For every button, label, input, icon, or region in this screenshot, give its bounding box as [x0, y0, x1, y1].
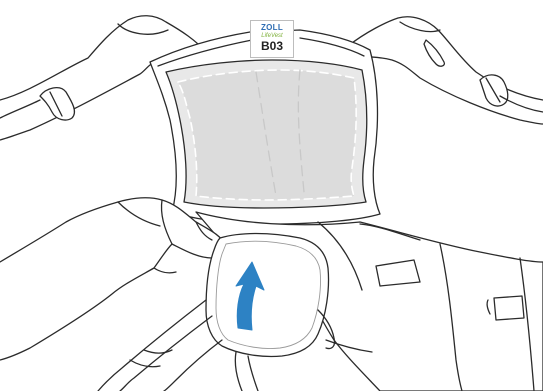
electrode-flap — [206, 234, 335, 357]
size-code-label: B03 — [251, 40, 293, 52]
velcro-tab-right — [494, 296, 524, 320]
device-label-tag: ZOLL LifeVest B03 — [250, 20, 294, 58]
hand — [0, 198, 226, 360]
brand-label: ZOLL — [251, 24, 293, 32]
electrode-pocket — [166, 60, 367, 208]
